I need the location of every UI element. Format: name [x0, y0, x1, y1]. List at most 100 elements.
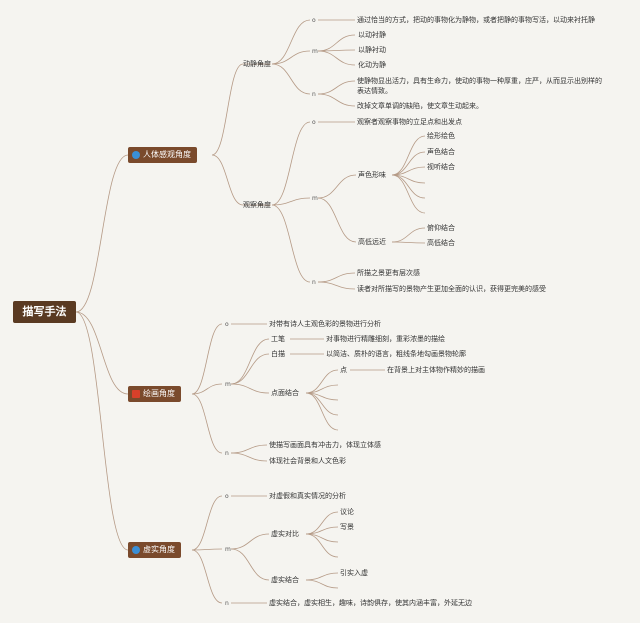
- leaf-text: 高低结合: [427, 239, 455, 247]
- connector-line: [191, 548, 223, 551]
- connector-line: [211, 63, 271, 156]
- node-dongjing[interactable]: 动静角度: [243, 60, 271, 68]
- marker-m: m: [225, 546, 231, 553]
- topic-title: 人体感观角度: [143, 150, 191, 159]
- connector-line: [391, 227, 426, 243]
- node-gongbi[interactable]: 工笔: [271, 335, 285, 343]
- connector-line: [305, 392, 339, 431]
- connector-line: [191, 549, 223, 604]
- person-icon: [132, 151, 140, 159]
- connector-line: [317, 34, 356, 52]
- leaf-text: 以动衬静: [358, 31, 386, 39]
- connector-line: [305, 572, 339, 581]
- connector-line: [191, 323, 223, 395]
- leaf-text: 在背景上对主体物作精妙的描画: [387, 366, 485, 374]
- node-guancha[interactable]: 观察角度: [243, 201, 271, 209]
- connector-line: [391, 135, 426, 176]
- node-dian[interactable]: 点: [340, 366, 347, 374]
- topic-person-perception[interactable]: 人体感观角度: [128, 147, 197, 163]
- marker-o: o: [312, 119, 316, 126]
- connector-line: [230, 338, 270, 385]
- leaf-text: 对虚假和真实情况的分析: [269, 492, 346, 500]
- node-baimiao[interactable]: 白描: [271, 350, 285, 358]
- connector-line: [271, 121, 311, 206]
- paint-icon: [132, 390, 140, 398]
- connector-line: [271, 19, 311, 65]
- root-node[interactable]: 描写手法: [13, 301, 76, 323]
- connector-line: [230, 444, 268, 454]
- connector-line: [271, 204, 311, 283]
- leaf-text: 改掉文章单调的缺陷，使文章生动起来。: [357, 102, 483, 110]
- connector-line: [211, 154, 271, 206]
- connector-line: [305, 533, 339, 558]
- leaf-text: 视听结合: [427, 163, 455, 171]
- topic-virtual-real[interactable]: 虚实角度: [128, 542, 181, 558]
- connector-line: [271, 50, 311, 65]
- leaf-text: 表达情致。: [357, 87, 392, 95]
- node-gaodi[interactable]: 高低远近: [358, 238, 386, 246]
- connector-line: [305, 511, 339, 535]
- connector-line: [75, 311, 129, 551]
- connector-line: [317, 80, 356, 95]
- topic-title: 虚实角度: [143, 545, 175, 554]
- connector-line: [391, 166, 426, 176]
- leaf-text: 虚实结合，虚实相生，趣味，诗韵俱存，使其内涵丰富，外延无边: [269, 599, 472, 607]
- leaf-text: 体现社会背景和人文色彩: [269, 457, 346, 465]
- leaf-text: 使静物显出活力，具有生命力，使动的事物一种厚重，庄严，从而显示出别样的: [357, 77, 602, 85]
- marker-n: n: [225, 600, 229, 607]
- leaf-text: 化动为静: [358, 61, 386, 69]
- connector-line: [317, 93, 356, 107]
- connector-line: [75, 311, 129, 395]
- marker-n: n: [225, 450, 229, 457]
- connector-line: [191, 495, 223, 551]
- connector-line: [305, 384, 339, 394]
- connector-line: [191, 383, 223, 395]
- connector-line: [271, 63, 311, 95]
- marker-o: o: [225, 493, 229, 500]
- connector-line: [230, 383, 270, 394]
- leaf-text: 读者对所描写的景物产生更加全面的认识，获得更完美的感受: [357, 285, 546, 293]
- building-icon: [132, 546, 140, 554]
- leaf-text: 绘形绘色: [427, 132, 455, 140]
- leaf-text: 所描之景更有层次感: [357, 269, 420, 277]
- marker-o: o: [312, 17, 316, 24]
- connector-line: [317, 197, 357, 243]
- leaf-text: 声色结合: [427, 148, 455, 156]
- leaf-text: 写景: [340, 523, 354, 531]
- connector-line: [391, 241, 426, 244]
- topic-painting[interactable]: 绘画角度: [128, 386, 181, 402]
- leaf-text: 引实入虚: [340, 569, 368, 577]
- connector-line: [271, 197, 311, 206]
- node-xushiduibi[interactable]: 虚实对比: [271, 530, 299, 538]
- connector-line: [230, 548, 270, 581]
- leaf-text: 对事物进行精雕细刻，重彩浓墨的描绘: [326, 335, 445, 343]
- connector-line: [305, 369, 339, 394]
- connector-line: [317, 272, 356, 283]
- connector-line: [391, 151, 426, 176]
- connector-line: [317, 50, 356, 66]
- leaf-text: 对带有诗人主观色彩的景物进行分析: [269, 320, 381, 328]
- marker-m: m: [312, 48, 318, 55]
- connector-line: [230, 452, 268, 462]
- marker-o: o: [225, 321, 229, 328]
- connector-line: [230, 533, 270, 550]
- marker-m: m: [225, 381, 231, 388]
- connector-line: [75, 154, 129, 313]
- leaf-text: 以简洁、质朴的语言，粗线条地勾画景物轮廓: [326, 350, 466, 358]
- node-xushijiehe[interactable]: 虚实结合: [271, 576, 299, 584]
- leaf-text: 议论: [340, 508, 354, 516]
- connector-line: [230, 353, 270, 385]
- connector-line: [305, 579, 339, 589]
- connector-line: [391, 174, 426, 214]
- leaf-text: 使描写画面具有冲击力，体现立体感: [269, 441, 381, 449]
- node-dianmian[interactable]: 点面结合: [271, 389, 299, 397]
- leaf-text: 观察者观察事物的立足点和出发点: [357, 118, 462, 126]
- leaf-text: 俯仰结合: [427, 224, 455, 232]
- marker-m: m: [312, 195, 318, 202]
- connector-line: [191, 393, 223, 454]
- node-shengse[interactable]: 声色形味: [358, 171, 386, 179]
- connector-line: [317, 281, 356, 290]
- topic-title: 绘画角度: [143, 389, 175, 398]
- connector-line: [317, 174, 357, 199]
